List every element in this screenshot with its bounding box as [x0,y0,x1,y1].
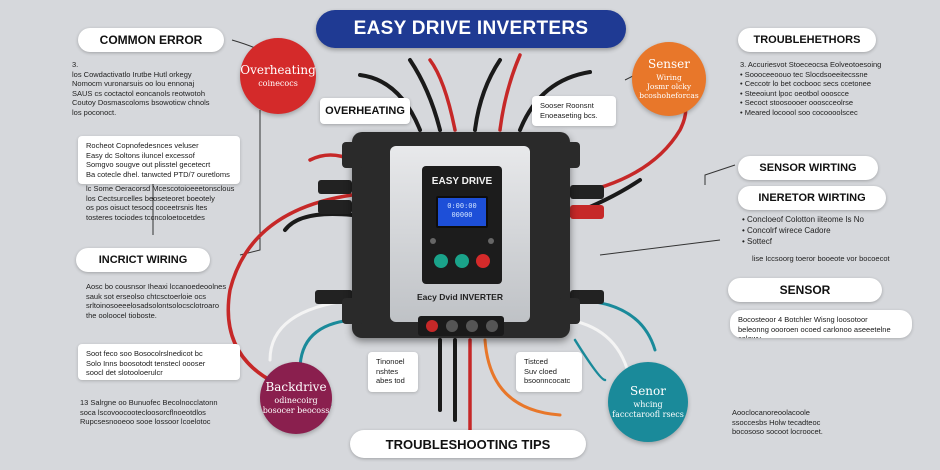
port [466,320,478,332]
cable-black [518,70,592,132]
inverter-housing: EASY DRIVE 0:00:00 00000 Eacy Dvid INVER… [342,132,580,338]
sensor-label: SENSOR [728,278,882,302]
sensor-bottom-circle: Senor whcing faccctaroofl rsecs [608,362,688,442]
inverter-name: EASY DRIVE [431,176,493,187]
port-red [426,320,438,332]
right-bottom-text: Aooclocanoreoolacoole ssoccesbs Holw tec… [732,408,823,436]
sensor-bottom-circle-title: Senor [629,383,666,398]
small-button[interactable] [488,238,494,244]
top-callout: Sooser Roonsnt Enoeaseting bcs. [532,96,616,126]
connector-strip [418,316,504,336]
incorrect-wiring-text: Aosc bo cousnsor Iheaxi lccanoedeoolnes … [86,282,227,320]
cable-white [268,298,354,362]
teal-button[interactable] [434,254,448,268]
cable-black [408,58,442,132]
inverter-display: 0:00:00 00000 [436,196,488,228]
mount-tab [558,142,580,168]
right-callout: Tistced Suv cloed bsoonncocatc [516,352,582,392]
inverter-face: EASY DRIVE 0:00:00 00000 Eacy Dvid INVER… [390,146,530,322]
sensor-wiring-circle-title: Senser [647,57,691,71]
inverter-wiring-label: INERETOR WIRTING [738,186,886,210]
backdrive-circle-title: Backdrive [265,379,327,394]
cable-teal [573,338,607,382]
port [486,320,498,332]
inverter-panel: EASY DRIVE 0:00:00 00000 [422,166,502,284]
trouble-methods-list: 3. Accuriesvot Stoeceocsa Eolveotoesoing… [740,60,882,117]
cable-black [358,73,422,132]
overheating-label: OVERHEATING [320,98,410,124]
cable-black [283,212,354,232]
red-button[interactable] [476,254,490,268]
mount-tab [558,298,580,324]
error-note-text: lc Some Oeracorsd Mcescotoioeeetonsclous… [86,184,235,222]
sensor-detail-box: Bocosteoor 4 Botchler Wisng loosotoor be… [730,310,912,338]
connector-left-1 [318,180,352,194]
connector-right-1 [570,185,604,199]
inverter-model: Eacy Dvid INVERTER [417,292,503,302]
common-error-text: 3. los Cowdactivatlo Irutbe Hutl orkegy … [72,60,210,117]
leader-line [704,164,736,185]
error-detail-box: Rocheot Copnofedesnces veluser Easy dc S… [78,136,240,184]
connector-right-2 [570,205,604,219]
connector-left-2 [318,200,352,214]
cable-black [473,58,502,132]
inverter-wiring-text: • Concloeof Colotton iiteome Is No • Con… [742,215,864,246]
sensor-wiring-circle: Senser Wiring Josmr olcky bcoshoheforcas [632,42,706,116]
incorrect-wiring-label: INCRICT WIRING [76,248,210,272]
leader-line [239,110,261,256]
overheating-circle-sub: coinecocs [258,78,298,88]
page-title: EASY DRIVE INVERTERS [316,10,626,48]
sensor-wiring-label: SENSOR WIRTING [738,156,878,180]
left-callout: Tinonoel nshtes abes tod [368,352,418,392]
overheating-circle: Overheating coinecocs [240,38,316,114]
wiring-detail-box: Soot feco soo Bosocolrslnedicot bc Solo … [78,344,240,380]
small-button[interactable] [430,238,436,244]
inverter-wiring-note: lise Iccsoorg toeror booeote vor bocoeco… [752,254,890,263]
mount-tab [342,142,364,168]
sensor-bottom-circle-sub: whcing faccctaroofl rsecs [612,399,684,419]
cable-red [498,53,522,132]
troubleshooting-tips-label: TROUBLESHOOTING TIPS [350,430,586,458]
common-error-label: COMMON ERROR [78,28,224,52]
cable-orange [483,338,562,417]
port [446,320,458,332]
teal-button[interactable] [455,254,469,268]
backdrive-circle-sub: odinecoirg bosocer beocoss [262,395,330,415]
backdrive-circle: Backdrive odinecoirg bosocer beocoss [260,362,332,434]
trouble-methods-label: TROUBLEHETHORS [738,28,876,52]
sensor-wiring-circle-sub: Wiring Josmr olcky bcoshoheforcas [639,73,699,100]
display-readout: 0:00:00 00000 [447,202,477,219]
mount-tab [342,298,364,324]
left-bottom-text: 13 Salrgne oo Bunuofec Becolnocclatonn s… [80,398,218,426]
overheating-circle-title: Overheating [240,62,316,77]
cable-red [428,58,457,132]
leader-line [599,239,721,256]
